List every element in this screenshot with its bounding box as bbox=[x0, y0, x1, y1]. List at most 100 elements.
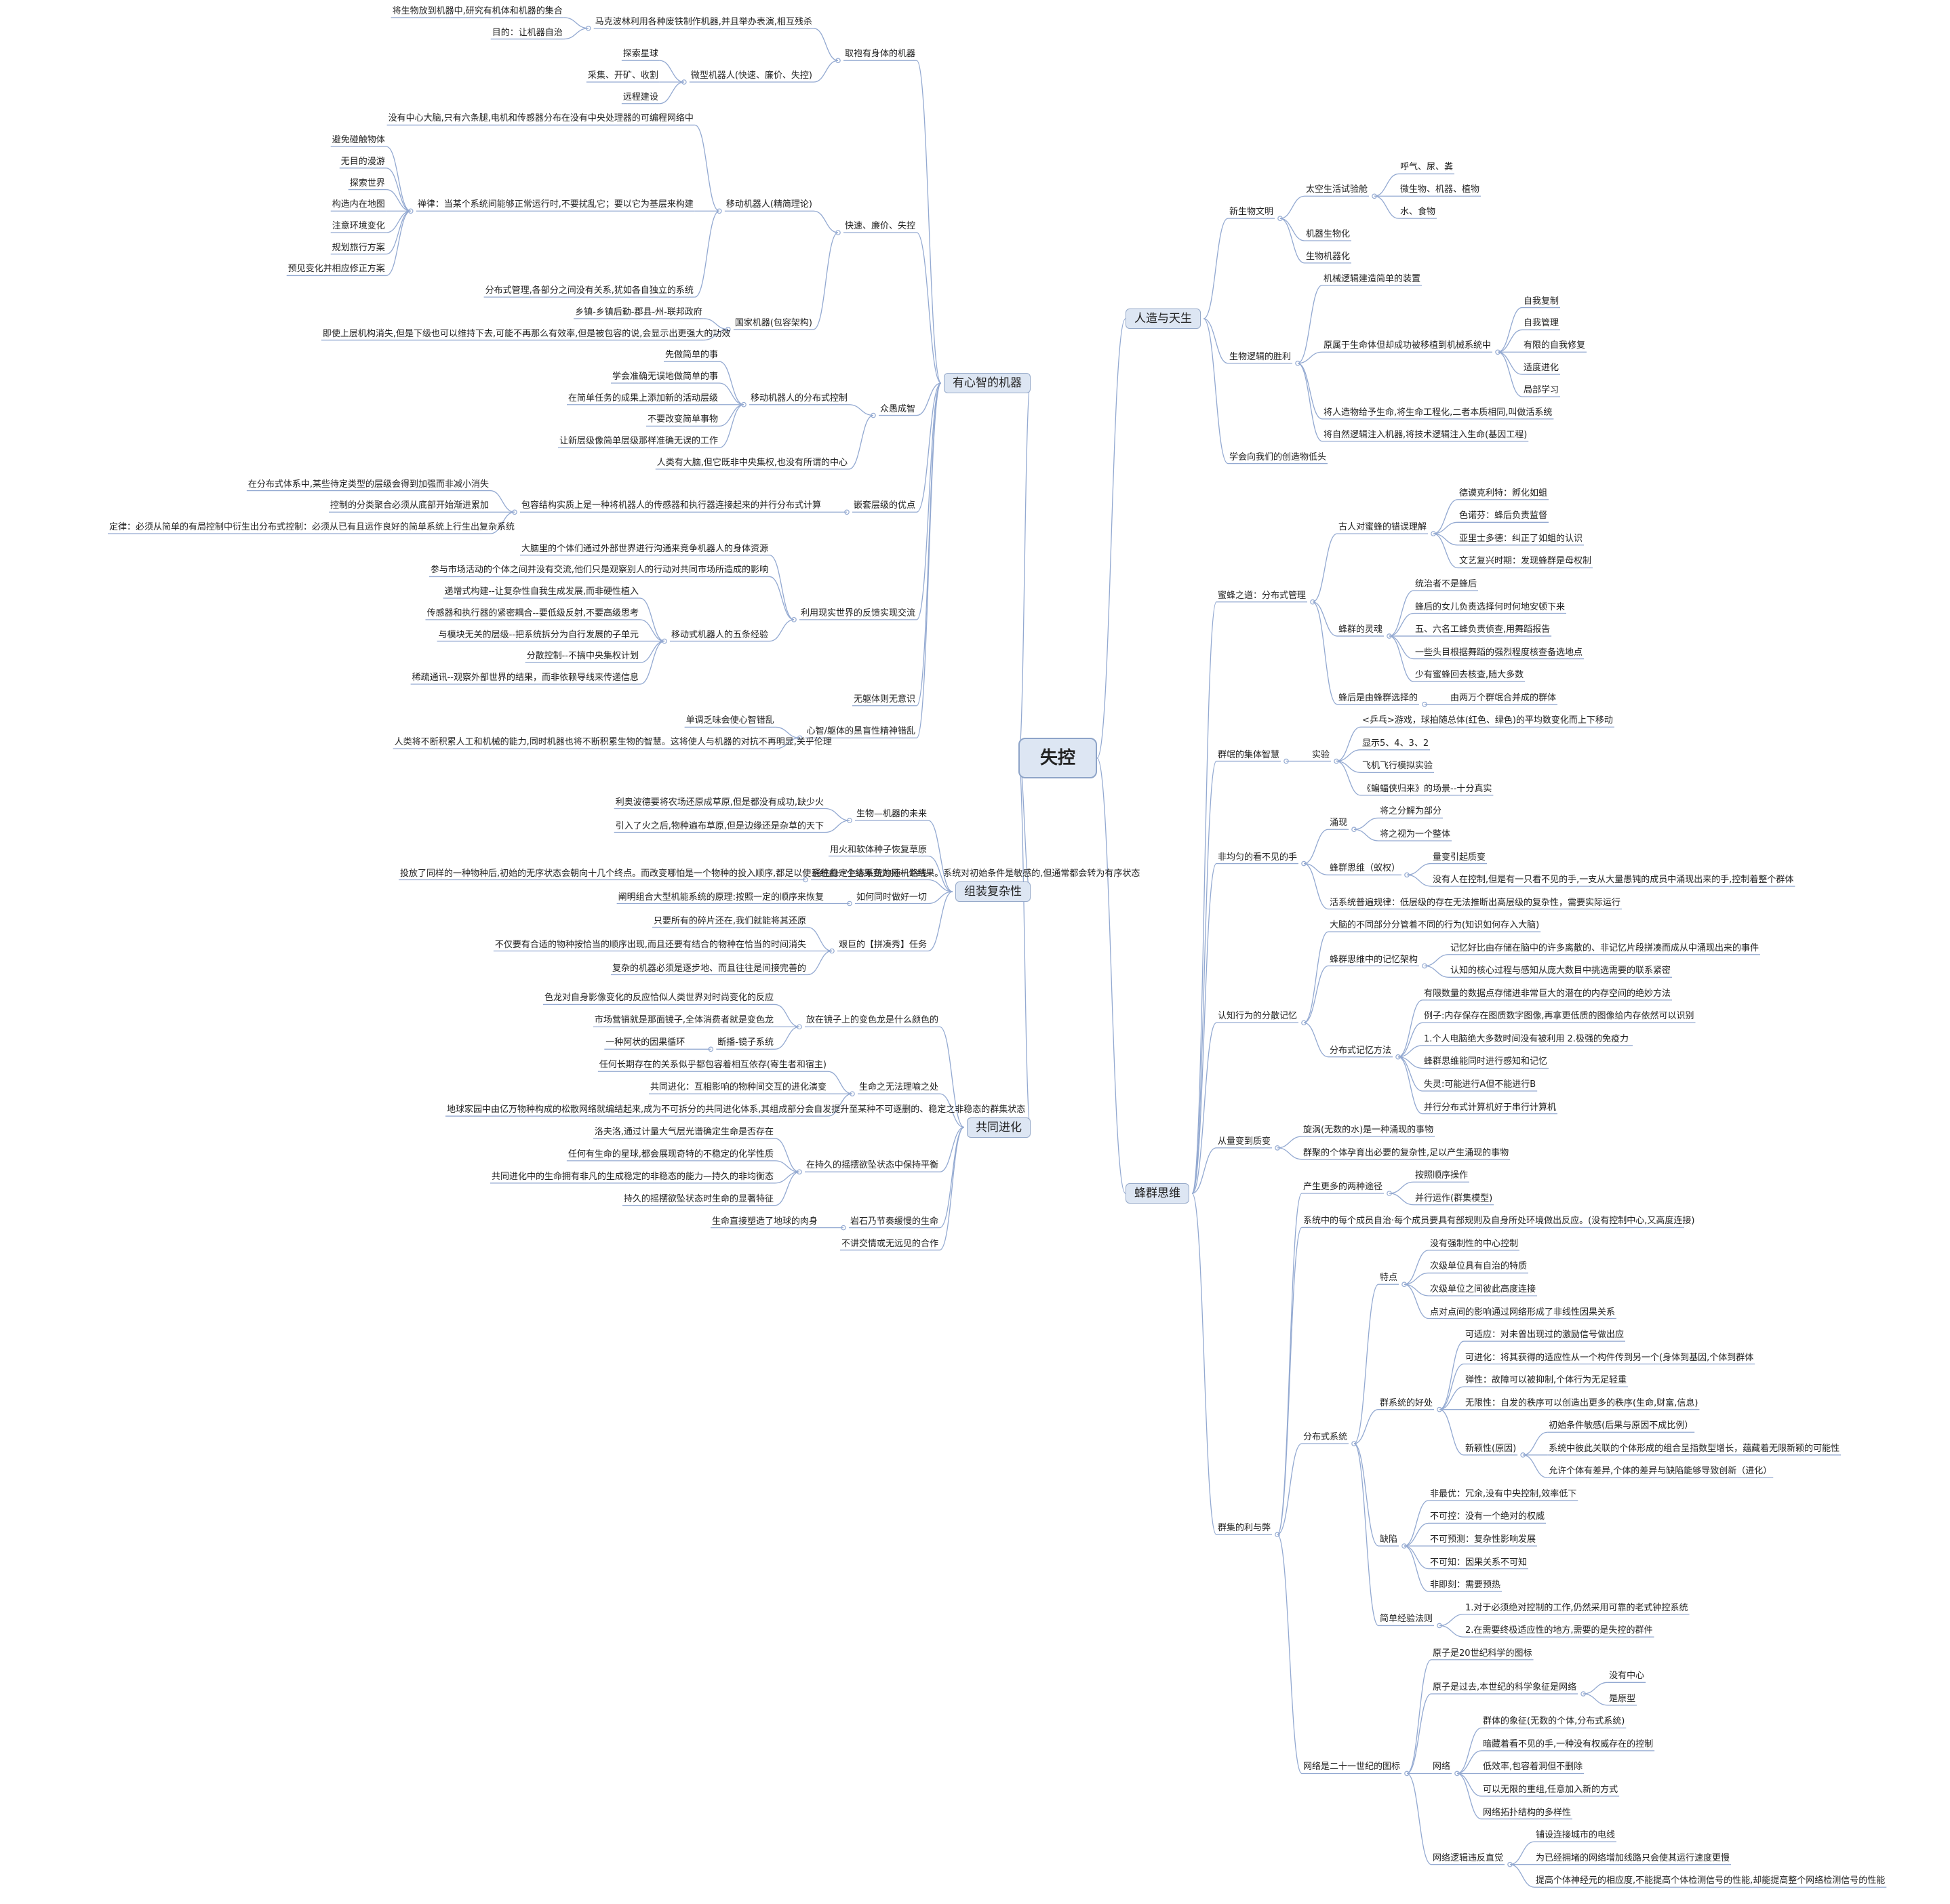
mind-map-node[interactable]: 并行分布式计算机好于串行计算机 bbox=[1424, 1102, 1557, 1113]
mind-map-node[interactable]: 规划旅行方案 bbox=[332, 242, 385, 253]
mind-map-node[interactable]: 由两万个群氓合并成的群体 bbox=[1450, 692, 1557, 703]
mind-map-node[interactable]: 学会向我们的创造物低头 bbox=[1229, 452, 1327, 462]
mind-map-node[interactable]: 简单经验法则 bbox=[1380, 1614, 1433, 1625]
mind-map-node[interactable]: 飞机飞行模拟实验 bbox=[1362, 761, 1433, 772]
mind-map-node[interactable]: 特点 bbox=[1380, 1273, 1398, 1284]
main-branch[interactable]: 有心智的机器 bbox=[944, 373, 1031, 393]
main-branch[interactable]: 共同进化 bbox=[967, 1117, 1031, 1138]
mind-map-node[interactable]: 生物—机器的未来 bbox=[856, 809, 927, 819]
mind-map-node[interactable]: 传感器和执行器的紧密耦合--要低级反射,不要高级思考 bbox=[426, 608, 639, 618]
mind-map-node[interactable]: 记忆好比由存储在脑中的许多离散的、非记忆片段拼凑而成从中涌现出来的事件 bbox=[1450, 943, 1759, 953]
mind-map-node[interactable]: 蜂群思维（蚁权） bbox=[1330, 863, 1401, 874]
mind-map-node[interactable]: 并行运作(群集模型) bbox=[1415, 1193, 1493, 1204]
mind-map-node[interactable]: 投放了同样的一种物种后,初始的无序状态会朝向十几个终点。而改变哪怕是一个物种的投… bbox=[399, 868, 1140, 879]
mind-map-node[interactable]: 注意环境变化 bbox=[332, 221, 385, 231]
mind-map-node[interactable]: 人类将不断积累人工和机械的能力,同时机器也将不断积累生物的智慧。这将使人与机器的… bbox=[394, 737, 832, 748]
mind-map-node[interactable]: 没有人在控制,但是有一只看不见的手,一支从大量愚钝的成员中涌现出来的手,控制着整… bbox=[1433, 875, 1794, 886]
mind-map-node[interactable]: 弹性：故障可以被抑制,个体行为无足轻重 bbox=[1465, 1375, 1627, 1386]
mind-map-node[interactable]: 生物机器化 bbox=[1306, 251, 1351, 262]
mind-map-node[interactable]: 生命直接塑造了地球的肉身 bbox=[711, 1216, 818, 1227]
mind-map-node[interactable]: 快速、廉价、失控 bbox=[844, 221, 915, 231]
mind-map-node[interactable]: 涌现 bbox=[1330, 818, 1348, 829]
mind-map-node[interactable]: 分布式记忆方法 bbox=[1330, 1045, 1392, 1056]
mind-map-node[interactable]: 分布式系统 bbox=[1303, 1432, 1348, 1443]
mind-map-node[interactable]: 局部学习 bbox=[1524, 385, 1559, 395]
mind-map-node[interactable]: 取袍有身体的机器 bbox=[844, 49, 915, 60]
mind-map-node[interactable]: 可适应：对未曾出现过的激励信号做出应 bbox=[1465, 1330, 1625, 1341]
mind-map-node[interactable]: 不要改变简单事物 bbox=[647, 414, 718, 425]
mind-map-node[interactable]: 五、六名工蜂负责侦查,用舞蹈报告 bbox=[1415, 624, 1551, 635]
mind-map-node[interactable]: 先做简单的事 bbox=[664, 350, 718, 361]
mind-map-node[interactable]: 稀疏通讯--观察外部世界的结果，而非依赖导线来传递信息 bbox=[412, 673, 639, 683]
mind-map-node[interactable]: 色龙对自身影像变化的反应恰似人类世界对时尚变化的反应 bbox=[544, 993, 774, 1004]
mind-map-node[interactable]: 例子:内存保存在图质数字图像,再拿更低质的图像给内存依然可以识别 bbox=[1424, 1011, 1694, 1022]
mind-map-node[interactable]: 共同进化：互相影响的物种间交互的进化演变 bbox=[650, 1082, 827, 1093]
mind-map-node[interactable]: 无目的漫游 bbox=[340, 156, 385, 167]
mind-map-node[interactable]: 群氓的集体智慧 bbox=[1218, 749, 1280, 760]
mind-map-node[interactable]: 市场营销就是那面镜子,全体消费者就是变色龙 bbox=[594, 1015, 774, 1026]
mind-map-node[interactable]: 失灵:可能进行A但不能进行B bbox=[1424, 1079, 1536, 1090]
mind-map-node[interactable]: 人类有大脑,但它既非中央集权,也没有所谓的中心 bbox=[656, 457, 848, 468]
mind-map-node[interactable]: 放在镜子上的变色龙是什么颜色的 bbox=[805, 1015, 938, 1026]
mind-map-node[interactable]: 群集的利与弊 bbox=[1218, 1523, 1271, 1534]
mind-map-node[interactable]: 嵌套层级的优点 bbox=[853, 500, 915, 511]
mind-map-node[interactable]: 任何长期存在的关系似乎都包容着相互依存(寄生者和宿主) bbox=[599, 1060, 827, 1071]
mind-map-node[interactable]: 产生更多的两种途径 bbox=[1303, 1182, 1383, 1192]
mind-map-node[interactable]: 阐明组合大型机能系统的原理:按照一定的顺序来恢复 bbox=[618, 892, 824, 903]
mind-map-node[interactable]: 群体的象征(无数的个体,分布式系统) bbox=[1483, 1716, 1625, 1727]
mind-map-node[interactable]: 系统中彼此关联的个体形成的组合呈指数型增长，蕴藏着无限新颖的可能性 bbox=[1549, 1443, 1840, 1454]
mind-map-node[interactable]: 一种阿状的因果循环 bbox=[605, 1037, 685, 1048]
mind-map-node[interactable]: 非最优：冗余,没有中央控制,效率低下 bbox=[1430, 1488, 1577, 1499]
mind-map-node[interactable]: 不可控：没有一个绝对的权威 bbox=[1430, 1511, 1545, 1522]
mind-map-node[interactable]: 《蝙蝠侠归来》的场景--十分真实 bbox=[1362, 783, 1492, 794]
mind-map-node[interactable]: 利用现实世界的反馈实现交流 bbox=[800, 608, 915, 618]
mind-map-node[interactable]: 禅律：当某个系统间能够正常运行时,不要扰乱它；要以它为基层来构建 bbox=[417, 199, 694, 210]
mind-map-node[interactable]: 将之视为一个整体 bbox=[1380, 829, 1451, 839]
mind-map-node[interactable]: 定律：必须从简单的有局控制中衍生出分布式控制：必须从已有且运作良好的简单系统上行… bbox=[108, 522, 515, 532]
mind-map-node[interactable]: 探索世界 bbox=[349, 178, 385, 189]
mind-map-node[interactable]: 次级单位之间彼此高度连接 bbox=[1430, 1284, 1536, 1294]
mind-map-node[interactable]: 复杂的机器必须是逐步地、而且往往是间接完善的 bbox=[612, 963, 806, 974]
mind-map-node[interactable]: 蜂群的灵魂 bbox=[1338, 624, 1383, 635]
mind-map-node[interactable]: 学会准确无误地做简单的事 bbox=[612, 372, 718, 382]
mind-map-node[interactable]: 不仅要有合适的物种按恰当的顺序出现,而且还要有结合的物种在恰当的时间消失 bbox=[494, 939, 806, 950]
mind-map-node[interactable]: 控制的分类聚合必须从底部开始渐进累加 bbox=[330, 500, 489, 511]
mind-map-node[interactable]: 按照顺序操作 bbox=[1415, 1170, 1469, 1181]
mind-map-node[interactable]: 蜂群思维能同时进行感知和记忆 bbox=[1424, 1056, 1548, 1067]
mind-map-node[interactable]: 避免碰触物体 bbox=[332, 135, 385, 146]
mind-map-node[interactable]: 不可预测：复杂性影响发展 bbox=[1430, 1534, 1536, 1545]
mind-map-node[interactable]: 移动机器人的分布式控制 bbox=[750, 393, 848, 403]
mind-map-node[interactable]: 自我管理 bbox=[1524, 318, 1559, 329]
mind-map-node[interactable]: 可进化：将其获得的适应性从一个构件传到另一个(身体到基因,个体到群体 bbox=[1465, 1352, 1754, 1363]
mind-map-node[interactable]: 群聚的个体孕育出必要的复杂性,足以产生涌现的事物 bbox=[1303, 1147, 1509, 1158]
mind-map-node[interactable]: 水、食物 bbox=[1400, 207, 1436, 218]
main-branch[interactable]: 组装复杂性 bbox=[955, 881, 1031, 902]
mind-map-node[interactable]: 蜜蜂之道：分布式管理 bbox=[1218, 590, 1307, 601]
mind-map-node[interactable]: 探索星球 bbox=[622, 49, 658, 60]
mind-map-node[interactable]: 认知行为的分散记忆 bbox=[1218, 1011, 1298, 1022]
mind-map-node[interactable]: 允许个体有差异,个体的差异与缺陷能够导致创新（进化） bbox=[1549, 1466, 1772, 1477]
mind-map-node[interactable]: 统治者不是蜂后 bbox=[1415, 578, 1477, 589]
mind-map-node[interactable]: 机械逻辑建造简单的装置 bbox=[1324, 273, 1421, 284]
mind-map-node[interactable]: 大脑里的个体们通过外部世界进行沟通来竞争机器人的身体资源 bbox=[521, 543, 768, 554]
mind-map-node[interactable]: 次级单位具有自治的特质 bbox=[1430, 1261, 1528, 1272]
mind-map-node[interactable]: 有限的自我修复 bbox=[1524, 340, 1586, 351]
mind-map-node[interactable]: 提高个体神经元的相应度,不能提高个体检测信号的性能,却能提高整个网络检测信号的性… bbox=[1536, 1876, 1886, 1886]
mind-map-node[interactable]: 铺设连接城市的电线 bbox=[1536, 1830, 1616, 1841]
mind-map-node[interactable]: 网络 bbox=[1433, 1762, 1451, 1772]
mind-map-node[interactable]: 共同进化中的生命拥有非凡的生成稳定的非稳态的能力—持久的非均衡态 bbox=[491, 1171, 774, 1182]
mind-map-node[interactable]: 利奥波德要将农场还原成草原,但是都没有成功,缺少火 bbox=[615, 797, 824, 808]
mind-map-node[interactable]: 用火和软体种子恢复草原 bbox=[829, 844, 927, 855]
mind-map-node[interactable]: 群系统的好处 bbox=[1380, 1397, 1433, 1408]
mind-map-node[interactable]: 只要所有的碎片还在,我们就能将其还原 bbox=[653, 915, 806, 926]
mind-map-node[interactable]: 德谟克利特：孵化如蛆 bbox=[1459, 488, 1548, 498]
mind-map-node[interactable]: 预见变化并相应修正方案 bbox=[287, 264, 385, 275]
mind-map-node[interactable]: 国家机器(包容架构) bbox=[734, 317, 812, 328]
mind-map-node[interactable]: 适度进化 bbox=[1524, 363, 1559, 374]
mind-map-node[interactable]: 让新层级像简单层级那样准确无误的工作 bbox=[559, 436, 718, 447]
mind-map-node[interactable]: 分散控制--不搞中央集权计划 bbox=[526, 651, 639, 662]
mind-map-node[interactable]: 为已经拥堵的网络增加线路只会使其运行速度更慢 bbox=[1536, 1852, 1730, 1863]
mind-map-node[interactable]: 太空生活试验舱 bbox=[1306, 184, 1368, 195]
mind-map-node[interactable]: 旋涡(无数的水)是一种涌现的事物 bbox=[1303, 1125, 1434, 1136]
mind-map-node[interactable]: 不讲交情或无远见的合作 bbox=[841, 1238, 938, 1249]
